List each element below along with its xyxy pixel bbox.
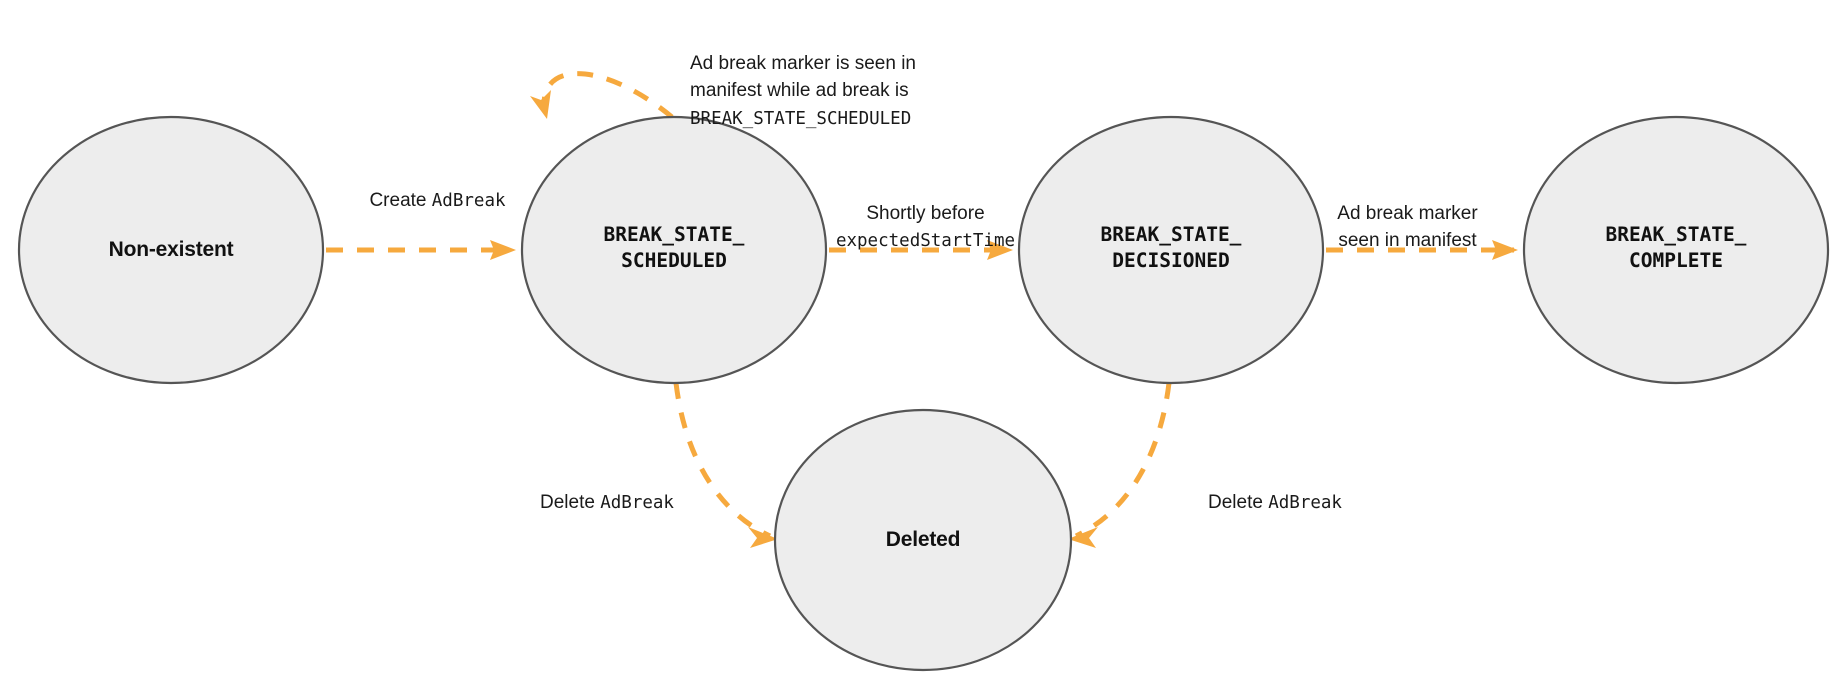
node-deleted[interactable] bbox=[773, 408, 1073, 672]
edge-shortly-before bbox=[829, 240, 1013, 260]
edge-line-delete-from-decisioned bbox=[1074, 382, 1172, 539]
arrowhead-shortly-before bbox=[987, 240, 1013, 260]
edge-line-scheduled-self-loop bbox=[541, 71, 674, 119]
edge-line-delete-from-scheduled bbox=[673, 382, 772, 539]
arrowhead-marker-seen-in-manifest bbox=[1492, 240, 1518, 260]
edge-create-adbreak bbox=[326, 240, 516, 260]
node-non-existent[interactable] bbox=[17, 115, 325, 385]
edge-delete-from-scheduled bbox=[673, 382, 778, 548]
arrowhead-create-adbreak bbox=[490, 240, 516, 260]
edge-marker-seen-in-manifest bbox=[1326, 240, 1518, 260]
node-break-state-complete[interactable] bbox=[1522, 115, 1830, 385]
node-break-state-scheduled[interactable] bbox=[520, 115, 828, 385]
arrowhead-delete-from-scheduled bbox=[748, 527, 778, 548]
arrowhead-scheduled-self-loop bbox=[530, 90, 551, 119]
edge-delete-from-decisioned bbox=[1068, 382, 1172, 548]
edge-scheduled-self-loop bbox=[530, 71, 674, 119]
node-break-state-decisioned[interactable] bbox=[1017, 115, 1325, 385]
arrowhead-delete-from-decisioned bbox=[1068, 527, 1098, 548]
